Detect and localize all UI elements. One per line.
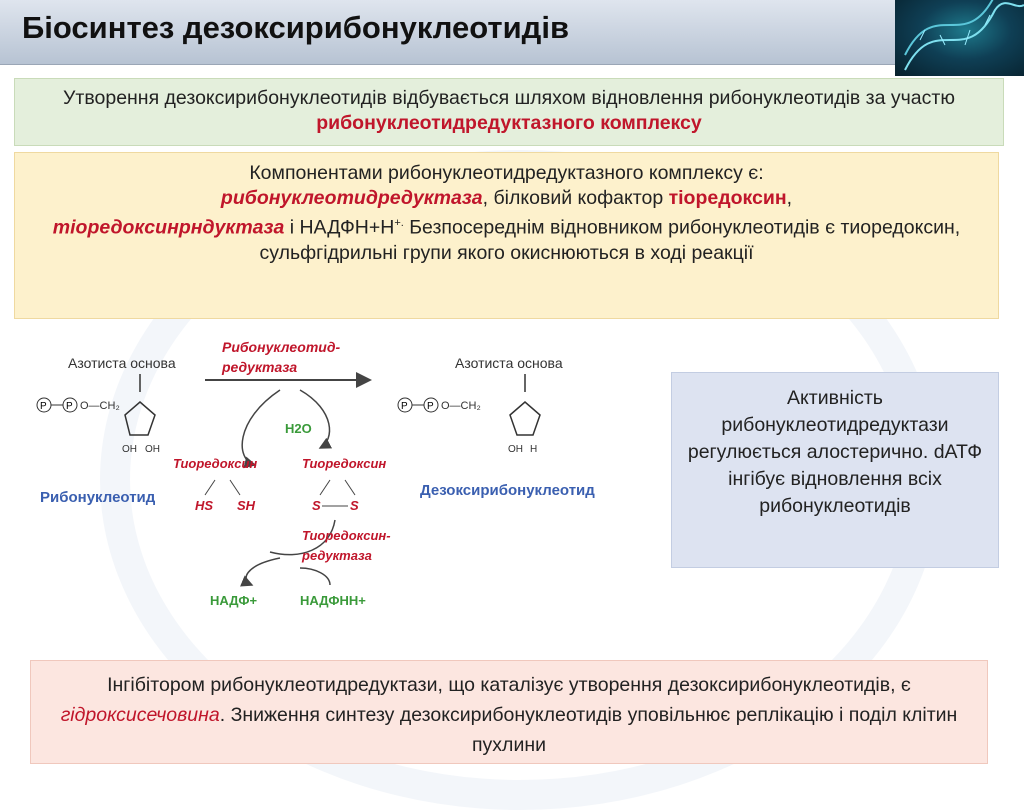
phosphate-3-label: P bbox=[401, 401, 408, 412]
intro-highlight: рибонуклеотидредуктазного комплексу bbox=[316, 112, 702, 134]
components-mid2: і НАДФН+Н bbox=[284, 216, 395, 239]
s1-label: S bbox=[312, 498, 321, 513]
dna-image bbox=[895, 0, 1024, 76]
inhibitor-highlight: гідроксисечовина bbox=[60, 704, 220, 726]
h-right: H bbox=[530, 444, 537, 455]
components-mid1: , білковий кофактор bbox=[482, 187, 669, 209]
slide-title: Біосинтез дезоксирибонуклеотидів bbox=[22, 10, 569, 45]
ribonucleotide-label: Рибонуклеотид bbox=[40, 489, 156, 506]
inhibitor-box: Інгібітором рибонуклеотидредуктази, що к… bbox=[30, 660, 988, 764]
regulation-box: Активність рибонуклеотидредуктази регулю… bbox=[671, 372, 999, 568]
reaction-diagram: Азотиста основа P P O—CH₂ OH OH Рибонукл… bbox=[36, 339, 595, 608]
oh-right: OH bbox=[508, 444, 523, 455]
thioredoxin-left: Тиоредоксин bbox=[173, 456, 257, 471]
dna-helix-icon bbox=[904, 0, 1024, 71]
regulation-text: Активність рибонуклеотидредуктази регулю… bbox=[687, 387, 983, 517]
inhibitor-text2: . Зниження синтезу дезоксирибонуклеотиді… bbox=[219, 704, 958, 756]
intro-text: Утворення дезоксирибонуклеотидів відбува… bbox=[63, 87, 955, 109]
nadp-arrow bbox=[239, 557, 281, 587]
s2-bond bbox=[344, 479, 356, 496]
sh-bond bbox=[229, 479, 241, 496]
thioredoxin-right: Тиоредоксин bbox=[302, 456, 386, 471]
enzyme2-line2: редуктаза bbox=[301, 548, 372, 563]
nadp-label: НАДФ+ bbox=[210, 593, 257, 608]
oh-left-2: OH bbox=[145, 444, 160, 455]
ribose-ring-left bbox=[124, 401, 156, 436]
enzyme2-line1: Тиоредоксин- bbox=[302, 528, 391, 543]
components-sup: +. bbox=[394, 217, 404, 229]
term-thioredoxin: тіоредоксин bbox=[668, 187, 787, 209]
enzyme1-line1: Рибонуклеотид- bbox=[222, 339, 340, 355]
cycle-arrow-right bbox=[299, 389, 333, 449]
hs-label: HS bbox=[195, 498, 213, 513]
components-intro: Компонентами рибонуклеотидредуктазного к… bbox=[249, 162, 764, 184]
enzyme1-line2: редуктаза bbox=[221, 359, 297, 375]
inhibitor-text1: Інгібітором рибонуклеотидредуктази, що к… bbox=[107, 674, 911, 696]
sh-label: SH bbox=[237, 498, 256, 513]
intro-box: Утворення дезоксирибонуклеотидів відбува… bbox=[14, 78, 1004, 146]
components-comma: , bbox=[786, 187, 793, 209]
phosphate-2-label: P bbox=[66, 401, 73, 412]
term-thioredoxin-reductase: тіоредоксинрндуктаза bbox=[52, 216, 285, 239]
base-left-label: Азотиста основа bbox=[68, 355, 176, 371]
components-rest: Безпосереднім відновником рибонуклеотиді… bbox=[259, 216, 961, 264]
phosphate-4-icon bbox=[423, 397, 439, 413]
water-label: H2O bbox=[285, 421, 312, 436]
ribose-ring-right bbox=[509, 401, 541, 436]
och2-right: O—CH₂ bbox=[441, 400, 481, 412]
lower-cycle-arc bbox=[269, 519, 336, 556]
nadph-label: НАДФНН+ bbox=[300, 593, 366, 608]
phosphate-1-label: P bbox=[40, 401, 47, 412]
cycle-arrow-left bbox=[241, 389, 281, 469]
deoxyribonucleotide-label: Дезоксирибонуклеотид bbox=[420, 482, 595, 499]
s2-label: S bbox=[350, 498, 359, 513]
term-ribonucleotide-reductase: рибонуклеотидредуктаза bbox=[220, 187, 483, 209]
phosphate-2-icon bbox=[62, 397, 78, 413]
nadph-arrow bbox=[299, 567, 331, 586]
hs-bond bbox=[204, 479, 216, 496]
components-box: Компонентами рибонуклеотидредуктазного к… bbox=[14, 152, 999, 319]
phosphate-4-label: P bbox=[427, 401, 434, 412]
title-bar: Біосинтез дезоксирибонуклеотидів bbox=[0, 0, 895, 65]
s1-bond bbox=[319, 479, 331, 496]
base-right-label: Азотиста основа bbox=[455, 355, 563, 371]
och2-left: O—CH₂ bbox=[80, 400, 120, 412]
oh-left-1: OH bbox=[122, 444, 137, 455]
